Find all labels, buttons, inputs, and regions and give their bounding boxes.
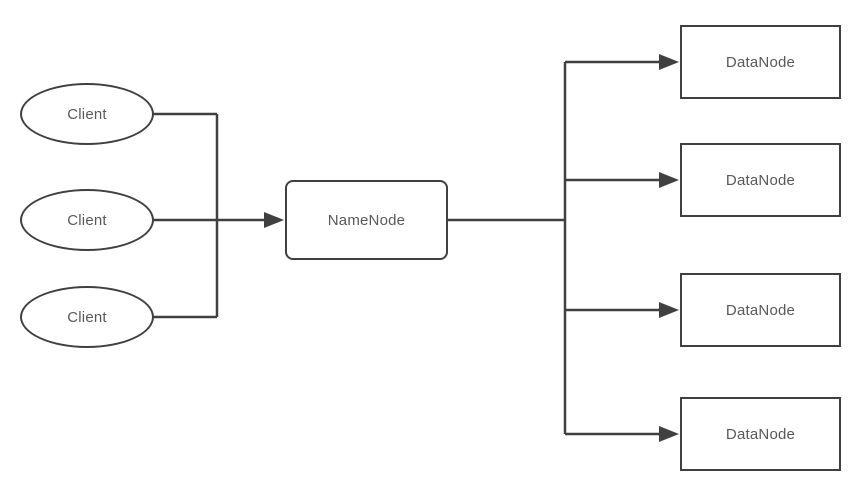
datanode-node: DataNode [680, 397, 841, 471]
datanode-node: DataNode [680, 143, 841, 217]
datanode-label: DataNode [725, 53, 796, 71]
datanode4-arrowhead-icon [659, 426, 679, 442]
datanode3-arrowhead-icon [659, 302, 679, 318]
client-node: Client [20, 286, 154, 348]
datanode1-arrowhead-icon [659, 54, 679, 70]
client-node: Client [20, 189, 154, 251]
client-label: Client [67, 308, 107, 326]
datanode-label: DataNode [725, 301, 796, 319]
datanode-node: DataNode [680, 273, 841, 347]
namenode-arrowhead-icon [264, 212, 284, 228]
datanode-label: DataNode [725, 425, 796, 443]
client-node: Client [20, 83, 154, 145]
namenode-label: NameNode [327, 211, 406, 229]
datanode-label: DataNode [725, 171, 796, 189]
namenode-node: NameNode [285, 180, 448, 260]
datanode2-arrowhead-icon [659, 172, 679, 188]
datanode-node: DataNode [680, 25, 841, 99]
client-label: Client [67, 105, 107, 123]
client-label: Client [67, 211, 107, 229]
